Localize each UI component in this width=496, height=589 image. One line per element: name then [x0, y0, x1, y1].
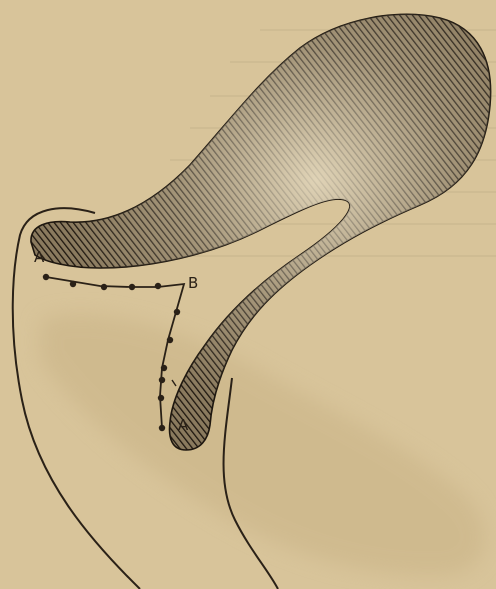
- suture-bead: [101, 284, 107, 290]
- suture-bead: [70, 281, 76, 287]
- suture-bead: [43, 274, 49, 280]
- suture-bead: [174, 309, 180, 315]
- suture-bead: [167, 337, 173, 343]
- suture-bead: [155, 283, 161, 289]
- suture-bead: [161, 365, 167, 371]
- suture-bead: [159, 425, 165, 431]
- suture-bead: [158, 395, 164, 401]
- label-b: B: [188, 274, 198, 292]
- label-a-upper: A: [34, 248, 45, 266]
- suture-bead: [129, 284, 135, 290]
- suture-bead: [159, 377, 165, 383]
- label-a-lower: A: [178, 416, 189, 434]
